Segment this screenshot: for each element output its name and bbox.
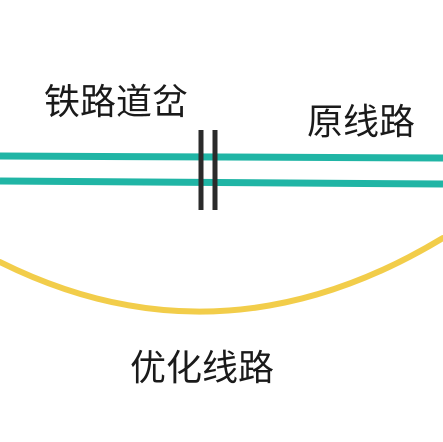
track-rail-lower — [0, 177, 443, 188]
optimized-line-label: 优化线路 — [130, 348, 274, 389]
original-line-label: 原线路 — [307, 102, 415, 143]
railway-switch-marker — [198, 130, 218, 210]
original-line-tracks — [0, 152, 443, 188]
optimized-line-curve — [0, 235, 443, 315]
switch-label: 铁路道岔 — [44, 82, 188, 123]
track-rail-upper — [0, 152, 443, 162]
